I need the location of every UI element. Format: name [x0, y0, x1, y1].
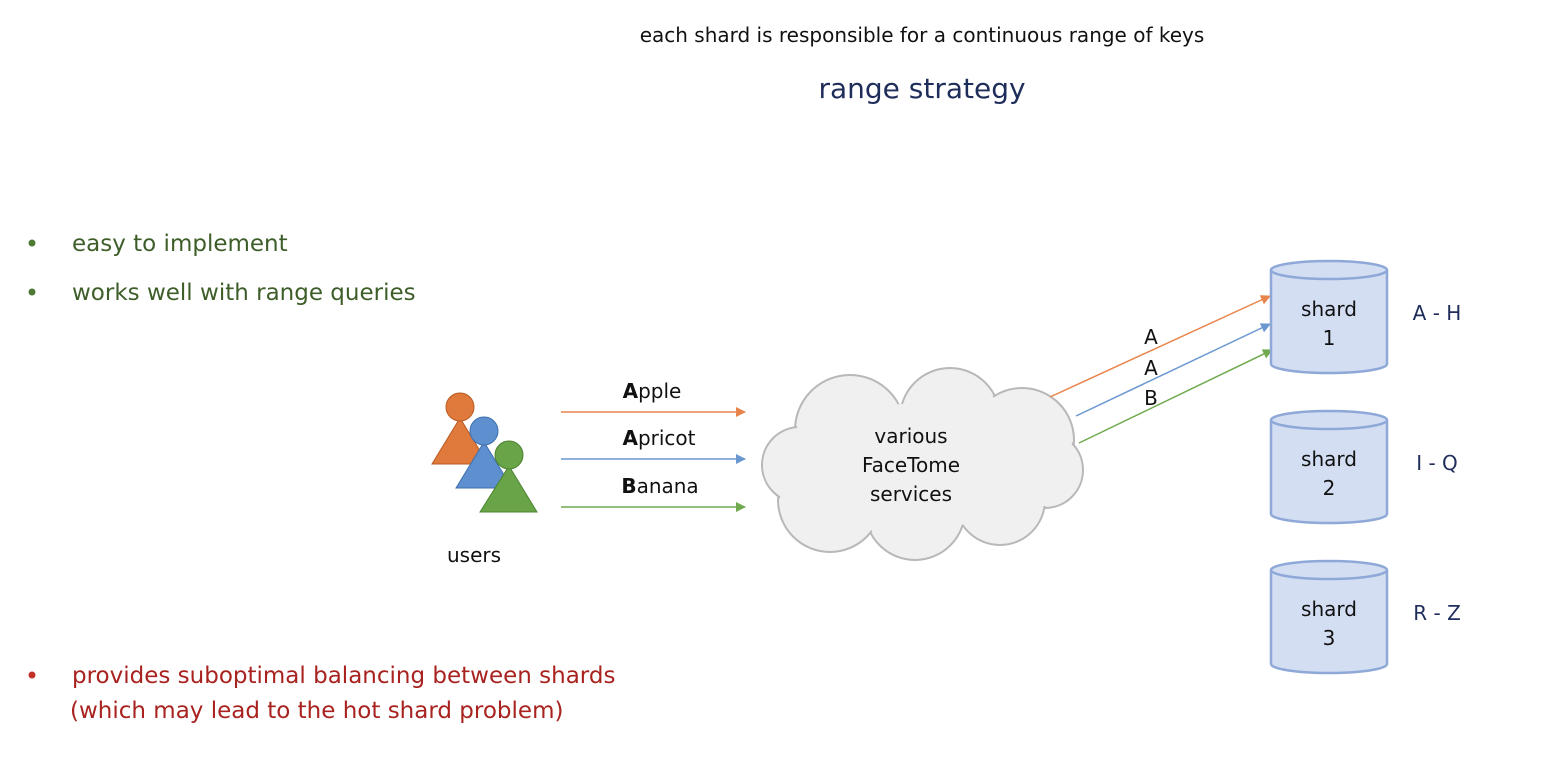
- pros-item: easy to implement: [28, 231, 288, 257]
- shard-1: shard 1 A - H: [1269, 259, 1462, 375]
- routed-arrow: [1075, 323, 1271, 417]
- routed-arrow: [1049, 295, 1271, 398]
- routed-key-label: B: [1144, 386, 1158, 410]
- shard-name: shard: [1301, 297, 1357, 321]
- shard-name: shard: [1301, 447, 1357, 471]
- routed-key-label: A: [1144, 325, 1158, 349]
- cons-bullet-icon: [28, 671, 36, 679]
- request-label: Apricot: [622, 426, 695, 450]
- pros-item-text: easy to implement: [72, 231, 288, 257]
- header-title: range strategy: [818, 72, 1025, 105]
- users-label: users: [447, 543, 501, 567]
- shard-range: R - Z: [1413, 601, 1461, 625]
- pros-item: works well with range queries: [28, 280, 416, 306]
- routed-arrow: [1078, 349, 1273, 444]
- pros-bullet-icon: [28, 239, 36, 247]
- database-cylinder-icon: [1269, 259, 1389, 375]
- cloud-line: various: [874, 424, 947, 448]
- cloud-line: services: [870, 482, 952, 506]
- shard-name: shard: [1301, 597, 1357, 621]
- users-icon: [431, 392, 538, 513]
- user-orange-icon: [431, 392, 489, 465]
- request-apricot: Apricot: [561, 426, 746, 464]
- header-subtitle: each shard is responsible for a continuo…: [640, 23, 1205, 47]
- shard-range: I - Q: [1416, 451, 1458, 475]
- shard-3: shard 3 R - Z: [1269, 559, 1461, 675]
- request-arrows: Apple Apricot Banana: [561, 379, 746, 512]
- cons-list: provides suboptimal balancing between sh…: [28, 663, 615, 724]
- user-green-icon: [479, 440, 538, 513]
- user-blue-icon: [455, 416, 513, 489]
- pros-bullet-icon: [28, 288, 36, 296]
- request-apple: Apple: [561, 379, 746, 417]
- request-label: Apple: [623, 379, 682, 403]
- shard-number: 3: [1323, 626, 1336, 650]
- cloud-label: various FaceTome services: [862, 424, 960, 506]
- shard-range: A - H: [1413, 301, 1462, 325]
- shard-number: 1: [1323, 326, 1336, 350]
- routed-arrows: A A B: [1049, 295, 1273, 444]
- shard-number: 2: [1323, 476, 1336, 500]
- database-cylinder-icon: [1269, 409, 1389, 525]
- routed-key-label: A: [1144, 356, 1158, 380]
- pros-item-text: works well with range queries: [72, 280, 416, 306]
- pros-list: easy to implement works well with range …: [28, 231, 416, 306]
- request-label: Banana: [621, 474, 698, 498]
- request-banana: Banana: [561, 474, 746, 512]
- database-cylinder-icon: [1269, 559, 1389, 675]
- cons-item-text: provides suboptimal balancing between sh…: [72, 663, 615, 689]
- cloud-line: FaceTome: [862, 453, 960, 477]
- cons-item-text-continuation: (which may lead to the hot shard problem…: [70, 698, 563, 724]
- services-cloud-icon: [761, 367, 1084, 561]
- shard-2: shard 2 I - Q: [1269, 409, 1458, 525]
